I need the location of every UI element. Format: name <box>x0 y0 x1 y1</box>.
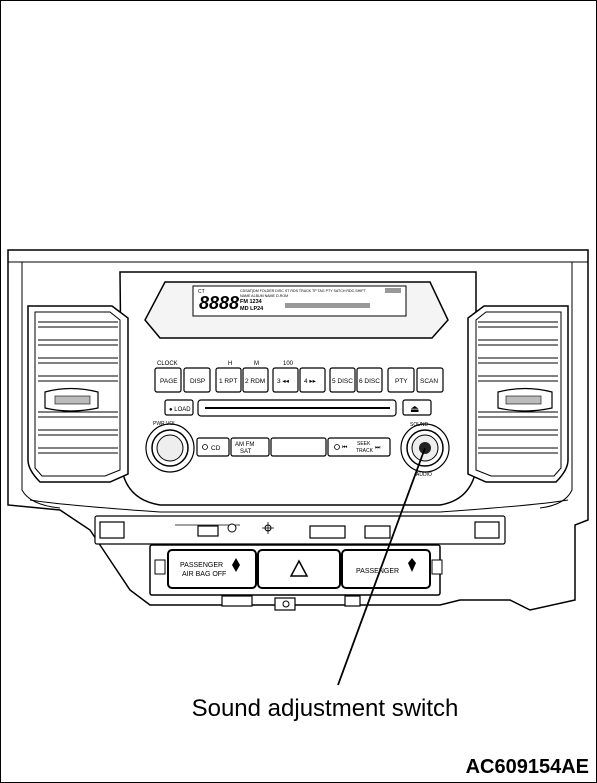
left-air-vent <box>27 305 129 483</box>
svg-text:⏮: ⏮ <box>342 445 348 451</box>
lower-trim-strip <box>94 515 506 545</box>
m-label: M <box>254 361 259 367</box>
cd-button[interactable] <box>196 437 230 457</box>
seek-label: SEEK <box>357 441 371 447</box>
preset-2-rdm-button[interactable] <box>242 367 269 393</box>
am-fm-sat-button[interactable] <box>230 437 270 457</box>
rdm-label: 2 RDM <box>245 378 265 385</box>
page-label: PAGE <box>160 378 178 385</box>
sound-knob-label: SOUND <box>410 422 428 428</box>
pty-button[interactable] <box>387 367 415 393</box>
b6-label: 6 DISC <box>359 378 380 385</box>
load-label: ● LOAD <box>169 407 191 413</box>
eject-button[interactable] <box>402 399 432 416</box>
passenger-label: PASSENGER <box>356 568 399 575</box>
preset-5-button[interactable] <box>329 367 356 393</box>
preset-3-button[interactable] <box>272 367 299 393</box>
b4-label: 4 ▸▸ <box>304 378 317 385</box>
disp-button[interactable] <box>183 367 211 393</box>
pwr-vol-knob[interactable] <box>145 423 195 473</box>
display-ct: CT <box>198 289 205 295</box>
pwr-vol-label: PWR VOL <box>153 421 176 427</box>
b5-label: 5 DISC <box>332 378 353 385</box>
audio-knob-label: AUDIO <box>416 472 432 478</box>
pty-label: PTY <box>395 378 408 385</box>
h-label: H <box>228 361 232 367</box>
display-fm: FM 1234 <box>240 299 263 305</box>
track-label: TRACK <box>356 448 374 454</box>
clock-label: CLOCK <box>157 361 178 367</box>
scan-button[interactable] <box>416 367 444 393</box>
disp-label: DISP <box>190 378 205 385</box>
rpt-label: 1 RPT <box>219 378 237 385</box>
airbag-line1: PASSENGER <box>180 562 223 569</box>
airbag-line2: AIR BAG OFF <box>182 571 226 578</box>
callout-leader-line <box>337 447 426 686</box>
blank-panel <box>270 437 327 457</box>
hazard-triangle-icon <box>289 559 309 577</box>
cd-label: CD <box>211 445 221 452</box>
callout-label: Sound adjustment switch <box>191 695 459 722</box>
amfm-label: AM FM <box>235 442 254 448</box>
preset-4-button[interactable] <box>299 367 326 393</box>
svg-text:⏭: ⏭ <box>375 445 381 451</box>
n100-label: 100 <box>283 361 294 367</box>
display-segment: 8888 <box>199 293 239 313</box>
display-screen <box>192 285 407 317</box>
scan-label: SCAN <box>420 378 438 385</box>
display-md: MD LP24 <box>240 306 264 312</box>
page-button[interactable] <box>154 367 182 393</box>
preset-1-rpt-button[interactable] <box>215 367 242 393</box>
figure-code: AC609154AE <box>465 756 589 778</box>
display-row2: NAME ALBUM NAME D-ROM <box>240 294 288 298</box>
display-row1: CDSAT(DM FOLDER DISC ST RDS TRACK TP TAG… <box>240 289 367 293</box>
hazard-switch[interactable] <box>257 549 341 589</box>
passenger-airbag-off-indicator <box>167 549 257 589</box>
load-button[interactable] <box>164 399 194 416</box>
sat-label: SAT <box>240 449 252 455</box>
eject-label: ⏏ <box>410 404 419 415</box>
right-air-vent <box>467 305 569 483</box>
seek-track-button[interactable] <box>327 437 391 457</box>
passenger-indicator <box>341 549 431 589</box>
b3-label: 3 ◂◂ <box>277 378 290 385</box>
preset-6-button[interactable] <box>356 367 383 393</box>
